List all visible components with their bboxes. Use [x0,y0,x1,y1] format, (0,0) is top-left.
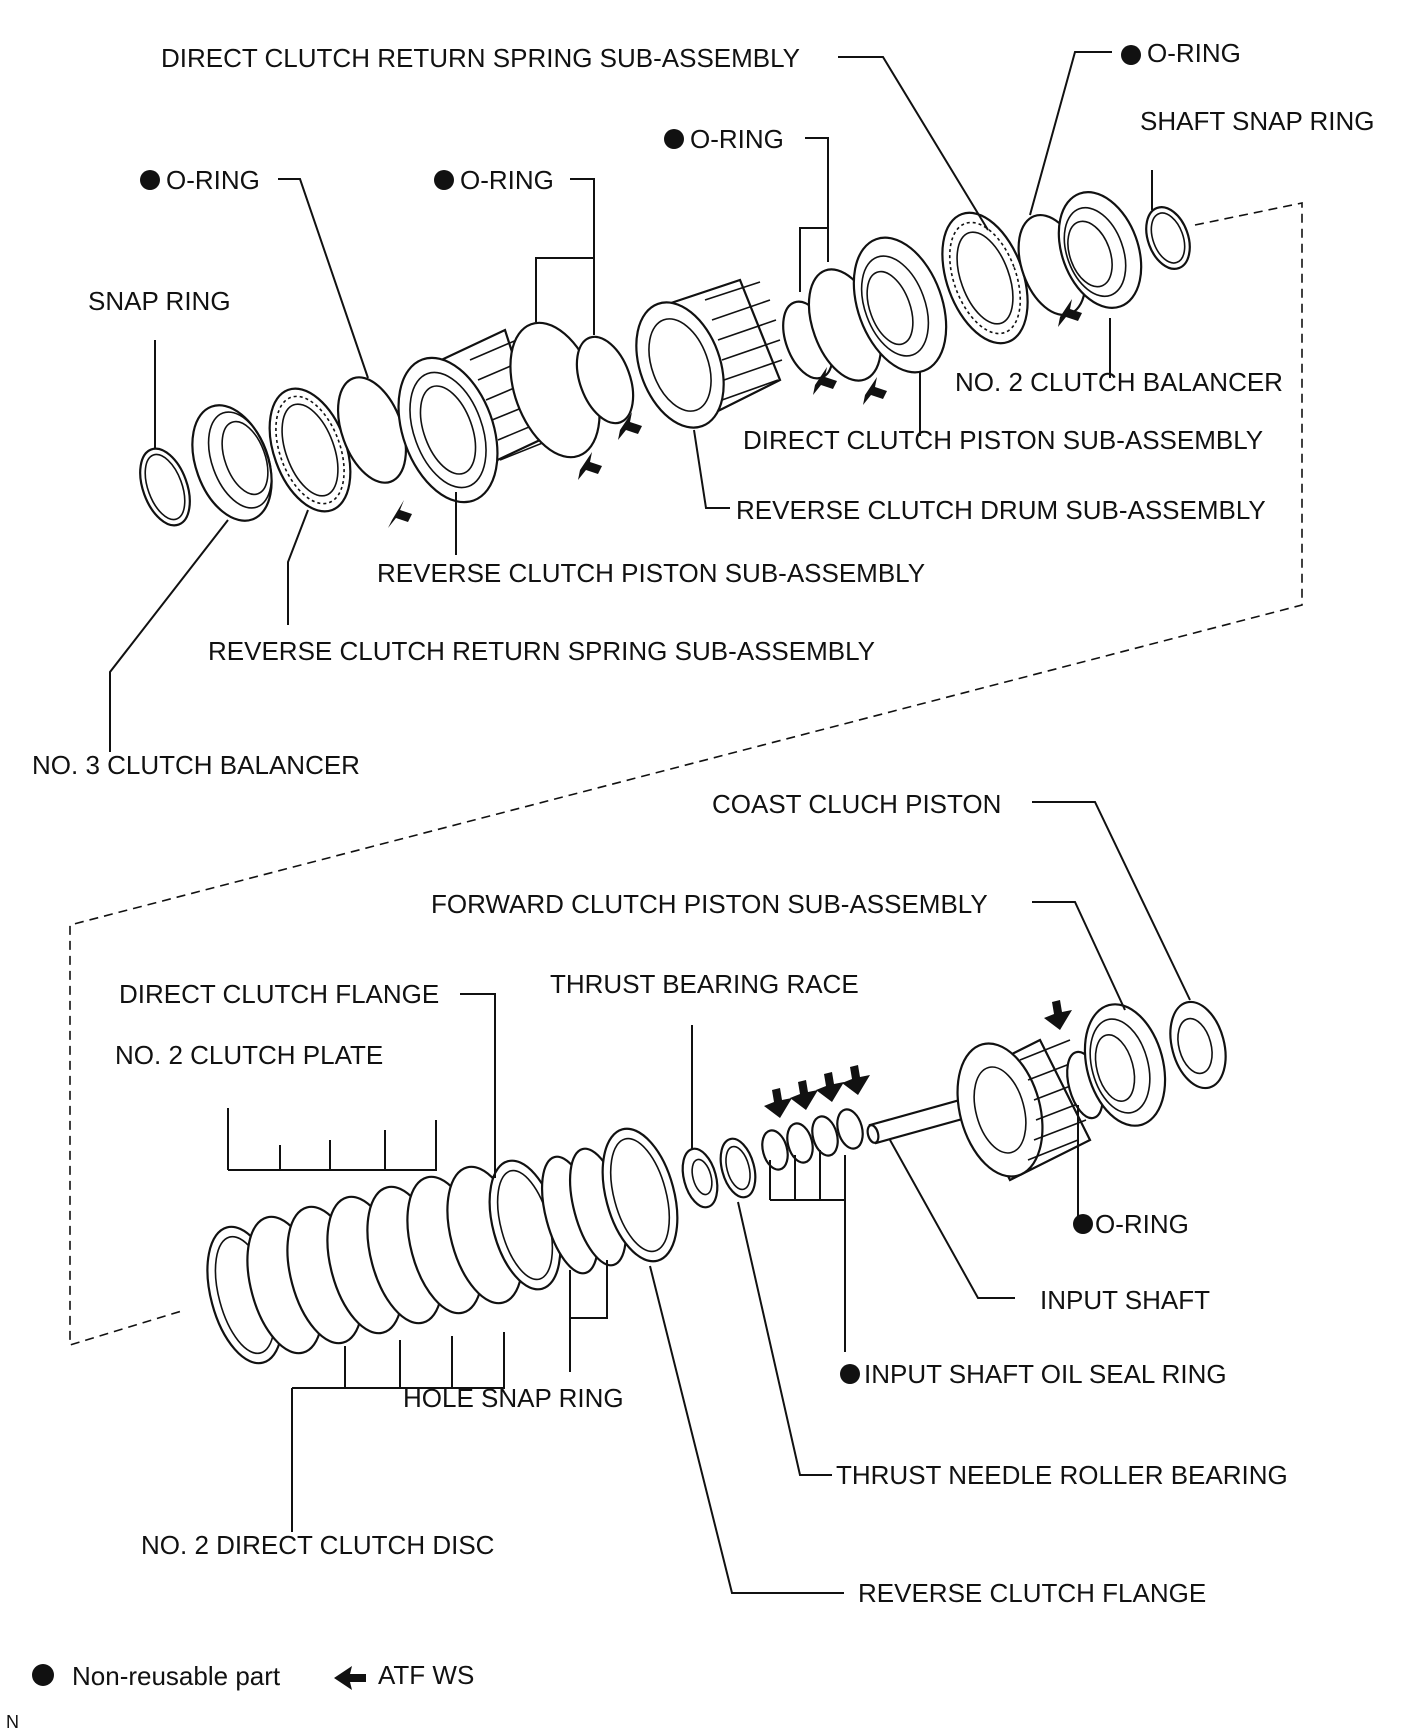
label-o-ring-mid: O-RING [690,124,784,154]
label-reverse-clutch-flange: REVERSE CLUTCH FLANGE [858,1578,1206,1608]
atf-arrow-icon [388,500,412,528]
reverse-clutch-piston-part [397,328,561,504]
o-ring-center-small-part [575,335,635,425]
clutch-pack-part [206,1159,562,1365]
label-input-shaft: INPUT SHAFT [1040,1285,1210,1315]
atf-arrow-icon [816,1072,844,1102]
atf-arrow-icon [842,1065,870,1095]
reverse-clutch-drum-part [635,278,783,429]
thrust-needle-roller-bearing-part [719,1137,757,1199]
legend-atf-arrow-icon [334,1666,366,1690]
atf-arrow-markers [388,299,1082,1118]
atf-arrow-icon [764,1088,792,1118]
atf-arrow-icon [618,412,642,440]
shaft-snap-ring-part [1145,206,1191,270]
leader-lines [109,51,1191,1594]
non-reusable-dot-icon [840,1364,860,1384]
label-thrust-bearing-race: THRUST BEARING RACE [550,969,859,999]
atf-arrow-icon [578,452,602,480]
input-shaft-part [866,1038,1092,1182]
direct-clutch-return-spring-part [941,211,1029,345]
label-no2-clutch-plate: NO. 2 CLUTCH PLATE [115,1040,383,1070]
label-no2-clutch-balancer: NO. 2 CLUTCH BALANCER [955,367,1283,397]
label-thrust-needle-roller-bearing: THRUST NEEDLE ROLLER BEARING [836,1460,1288,1490]
label-coast-clutch-piston: COAST CLUCH PISTON [712,789,1001,819]
atf-arrow-icon [813,367,837,395]
label-input-shaft-oil-seal-ring: INPUT SHAFT OIL SEAL RING [864,1359,1227,1389]
forward-clutch-piston-part [1083,1003,1167,1127]
label-no2-direct-clutch-disc: NO. 2 DIRECT CLUTCH DISC [141,1530,494,1560]
coast-clutch-piston-part [1169,1000,1227,1090]
label-o-ring-left: O-RING [166,165,260,195]
thrust-bearing-race-part [681,1147,719,1209]
label-direct-clutch-flange: DIRECT CLUTCH FLANGE [119,979,439,1009]
label-direct-clutch-return-spring: DIRECT CLUTCH RETURN SPRING SUB-ASSEMBLY [161,43,800,73]
snap-ring-part [139,447,191,527]
non-reusable-dot-icon [1121,45,1141,65]
atf-arrow-icon [863,377,887,405]
no3-clutch-balancer-part [191,404,273,522]
part-labels: DIRECT CLUTCH RETURN SPRING SUB-ASSEMBLY… [32,38,1375,1608]
legend-non-reusable-label: Non-reusable part [72,1661,281,1691]
label-o-ring-lower: O-RING [1095,1209,1189,1239]
reverse-clutch-flange-part [601,1127,679,1263]
label-hole-snap-ring: HOLE SNAP RING [403,1383,624,1413]
non-reusable-dot-icon [140,170,160,190]
legend: Non-reusable part ATF WS N [6,1660,474,1732]
input-shaft-oil-seal-rings-part [761,1108,864,1171]
corner-mark: N [6,1712,19,1732]
lower-parts-group [206,1000,1227,1365]
legend-atf-ws-label: ATF WS [378,1660,474,1690]
label-no3-clutch-balancer: NO. 3 CLUTCH BALANCER [32,750,360,780]
assembly-continuation-dashed-line [69,202,1303,1347]
label-direct-clutch-piston: DIRECT CLUTCH PISTON SUB-ASSEMBLY [743,425,1263,455]
non-reusable-dot-icon [664,129,684,149]
label-o-ring-center: O-RING [460,165,554,195]
non-reusable-markers [140,45,1141,1384]
legend-non-reusable-dot-icon [32,1664,54,1686]
label-reverse-clutch-drum: REVERSE CLUTCH DRUM SUB-ASSEMBLY [736,495,1266,525]
atf-arrow-icon [790,1080,818,1110]
atf-arrow-icon [1058,299,1082,327]
label-forward-clutch-piston: FORWARD CLUTCH PISTON SUB-ASSEMBLY [431,889,988,919]
upper-parts-group [139,191,1191,527]
direct-clutch-piston-part [852,236,948,374]
label-o-ring-top-right: O-RING [1147,38,1241,68]
label-reverse-clutch-return-spring: REVERSE CLUTCH RETURN SPRING SUB-ASSEMBL… [208,636,875,666]
atf-arrow-icon [1044,1000,1072,1030]
non-reusable-dot-icon [434,170,454,190]
label-shaft-snap-ring: SHAFT SNAP RING [1140,106,1375,136]
no2-clutch-balancer-part [1057,191,1143,309]
label-reverse-clutch-piston: REVERSE CLUTCH PISTON SUB-ASSEMBLY [377,558,925,588]
non-reusable-dot-icon [1073,1214,1093,1234]
label-snap-ring: SNAP RING [88,286,231,316]
